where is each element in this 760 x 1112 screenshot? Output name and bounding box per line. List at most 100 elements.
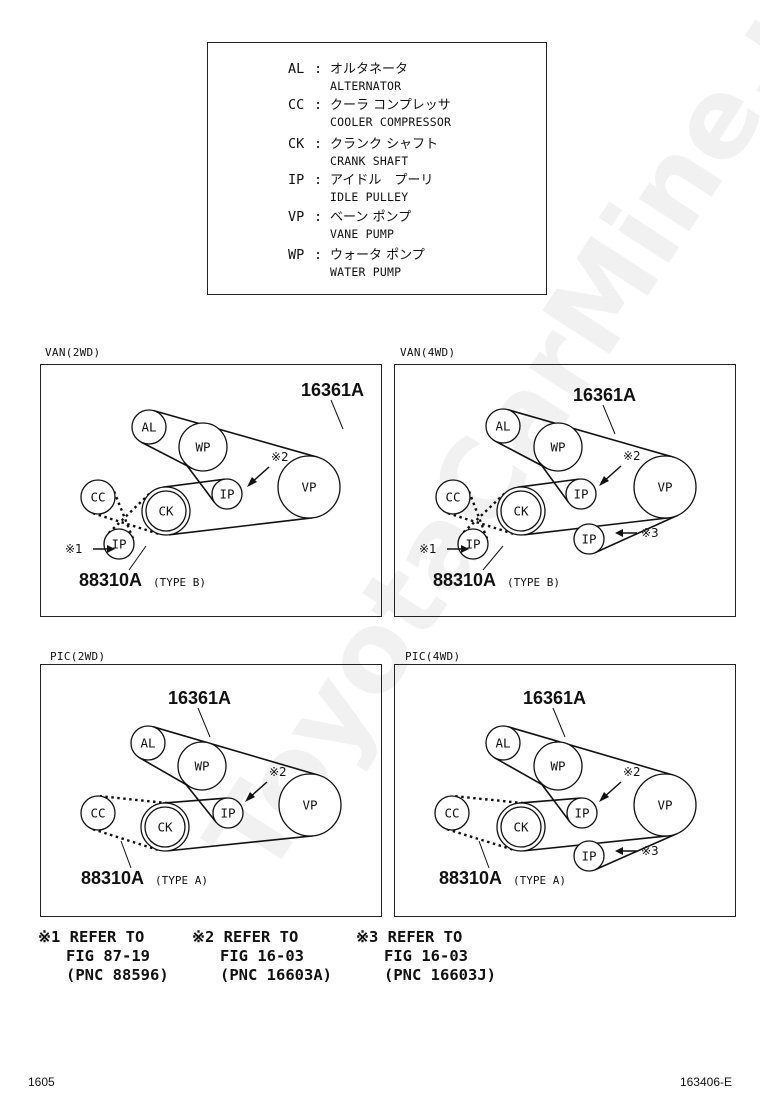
leader-line (552, 707, 566, 738)
reference-mark-3: ※3 (641, 526, 659, 540)
sub-belt-part-number: 88310A (439, 868, 502, 888)
main-belt-segment (152, 725, 319, 777)
legend-en: IDLE PULLEY (330, 190, 409, 204)
reference-mark-2: ※2 (271, 450, 289, 464)
pulley-al-circle (131, 409, 167, 445)
legend-abbr: AL (288, 61, 305, 77)
legend-item-ip: IP:アイドル プーリ IDLE PULLEY (288, 172, 433, 205)
pulley-wp-label: WP (550, 759, 565, 774)
main-belt-segment (538, 779, 571, 823)
pulley-ip-circle (573, 840, 605, 872)
reference-mark-2: ※2 (623, 449, 641, 463)
main-belt-segment (537, 460, 570, 504)
pulley-ip-label: IP (220, 806, 235, 821)
pulley-wp-label: WP (194, 759, 209, 774)
reference-mark-3: ※3 (641, 844, 659, 858)
main-belt-segment (494, 757, 547, 788)
legend-en: WATER PUMP (330, 265, 402, 279)
pulley-vp-label: VP (301, 480, 316, 495)
legend-en: COOLER COMPRESSOR (330, 115, 452, 129)
sub-belt-type: (TYPE B) (507, 576, 560, 589)
pulley-ck-circle (496, 486, 546, 536)
pulley-ck-ring (145, 490, 187, 532)
pulley-wp-circle (177, 741, 227, 791)
reference-mark-2: ※2 (623, 765, 641, 779)
pulley-ck-label: CK (158, 504, 174, 519)
pulley-vp-label: VP (657, 480, 672, 495)
note-line: ※3 REFER TO (356, 928, 463, 946)
reference-mark-1: ※1 (65, 542, 83, 556)
pulley-ip-circle (212, 797, 244, 829)
section-title-pic-2wd: PIC(2WD) (50, 650, 106, 663)
legend-jp: ベーン ポンプ (330, 210, 412, 225)
main-belt-segment (517, 478, 580, 488)
sub-belt-type: (TYPE A) (513, 874, 566, 887)
arrow-head (615, 529, 623, 537)
pulley-wp-label: WP (195, 440, 210, 455)
legend-item-ck: CK:クランク シャフト CRANK SHAFT (288, 136, 438, 169)
pulley-al-label: AL (141, 420, 156, 435)
section-title-pic-4wd: PIC(4WD) (405, 650, 461, 663)
legend-en: VANE PUMP (330, 227, 395, 241)
pulley-ip-label: IP (111, 537, 126, 552)
pulley-ip-label: IP (581, 849, 596, 864)
pulley-ip-label: IP (465, 537, 480, 552)
main-belt-segment (153, 409, 318, 458)
main-belt-segment (168, 516, 313, 536)
legend-abbr: WP (288, 247, 305, 263)
pulley-vp-label: VP (302, 798, 317, 813)
pulley-cc-label: CC (90, 490, 105, 505)
pulley-ck-ring (500, 806, 542, 848)
pulley-al-label: AL (140, 736, 155, 751)
pulley-ip-label: IP (219, 487, 234, 502)
pulley-vp-label: VP (657, 798, 672, 813)
leader-line (128, 545, 147, 571)
pulley-ip-circle (565, 478, 597, 510)
legend-abbr: IP (288, 172, 305, 188)
pulley-ck-ring (144, 806, 186, 848)
legend-item-vp: VP:ベーン ポンプ VANE PUMP (288, 209, 411, 242)
pulley-ck-ring (500, 490, 542, 532)
legend-abbr: VP (288, 209, 305, 225)
main-belt-part-number: 16361A (573, 385, 636, 405)
pulley-vp-circle (633, 455, 697, 519)
pulley-ck-circle (141, 486, 191, 536)
pulley-cc-label: CC (445, 490, 460, 505)
main-belt-segment (182, 780, 217, 823)
pulley-ck-circle (496, 802, 546, 852)
leader-line (120, 840, 132, 869)
note-line: FIG 16-03 (356, 947, 468, 965)
arrow-head (599, 792, 609, 802)
pulley-vp-circle (633, 773, 697, 837)
section-title-van-2wd: VAN(2WD) (45, 346, 101, 359)
arrow-head (247, 477, 257, 487)
pulley-ip-label: IP (581, 532, 596, 547)
pulley-al-label: AL (495, 736, 510, 751)
pulley-ip-label: IP (574, 806, 589, 821)
leader-line (602, 404, 616, 435)
pulley-ip-circle (103, 528, 135, 560)
pulley-wp-circle (533, 741, 583, 791)
footer-page-number: 1605 (28, 1075, 55, 1089)
pulley-ip-circle (566, 797, 598, 829)
sub-belt-part-number: 88310A (79, 570, 142, 590)
note-3: ※3 REFER TO FIG 16-03 (PNC 16603J) (356, 928, 496, 985)
legend-item-wp: WP:ウォータ ポンプ WATER PUMP (288, 247, 425, 280)
legend-en: CRANK SHAFT (330, 154, 409, 168)
main-belt-part-number: 16361A (301, 380, 364, 400)
main-belt-segment (594, 514, 679, 554)
pulley-cc-circle (435, 479, 471, 515)
pulley-cc-label: CC (444, 806, 459, 821)
main-belt-segment (518, 797, 581, 804)
main-belt-segment (162, 478, 226, 488)
pulley-ck-circle (140, 802, 190, 852)
legend-en: ALTERNATOR (330, 79, 402, 93)
legend-box: AL:オルタネータ ALTERNATOR CC:クーラ コンプレッサ COOLE… (207, 42, 547, 295)
legend-abbr: CC (288, 97, 305, 113)
sub-belt-segment (467, 490, 489, 540)
sub-belt-part-number: 88310A (81, 868, 144, 888)
main-belt-segment (507, 408, 674, 458)
